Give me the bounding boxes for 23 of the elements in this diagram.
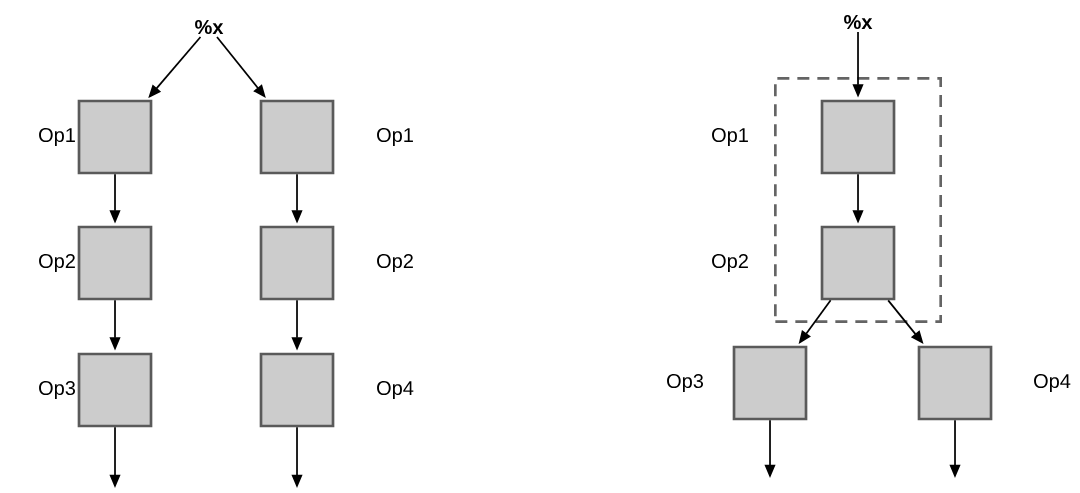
input-label: %x <box>844 15 873 30</box>
operation-box <box>259 225 335 301</box>
op-label: Op3 <box>667 373 704 393</box>
op-label: Op1 <box>39 127 75 147</box>
group-box <box>774 77 942 323</box>
operation-box <box>259 352 335 428</box>
op-label: Op2 <box>39 253 75 273</box>
input-label: %x <box>195 20 224 35</box>
operation-box <box>820 99 896 175</box>
operation-box <box>732 345 808 421</box>
operation-box <box>77 99 153 175</box>
op-label: Op3 <box>39 380 76 400</box>
op-label: Op1 <box>712 127 748 147</box>
operation-box <box>77 352 153 428</box>
operation-box <box>820 225 896 301</box>
op-label: Op4 <box>377 380 414 400</box>
operation-box <box>917 345 993 421</box>
operation-box <box>77 225 153 301</box>
op-label: Op1 <box>377 127 413 147</box>
op-label: Op2 <box>377 253 413 273</box>
op-label: Op4 <box>1034 373 1071 393</box>
op-label: Op2 <box>712 253 748 273</box>
operation-box <box>259 99 335 175</box>
